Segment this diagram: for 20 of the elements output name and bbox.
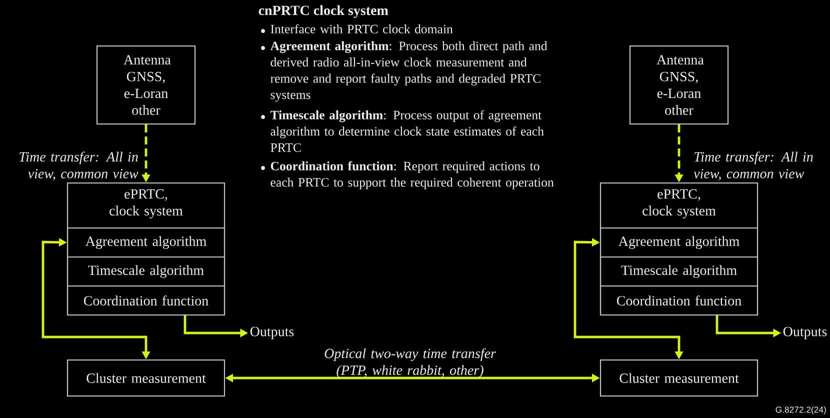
output-label: Outputs — [783, 326, 827, 340]
bullet-item: Timescale algorithm: Process output of agreement algorithm to determine clock state estimates of each PRTC — [261, 110, 544, 152]
function-row: Coordination function — [66, 285, 226, 316]
function-row: Agreement algorithm — [600, 227, 758, 258]
output-label: Outputs — [250, 326, 294, 340]
process-box: Antenna GNSS, e-Loran other — [96, 45, 196, 125]
bullet-item: Agreement algorithm: Process both direct path and derived radio all-in-view clock measurement and remove and report faulty paths and degraded PRTC systems — [261, 41, 548, 102]
edge-label: Optical two-way time transfer (PTP, white rabbit, other) — [324, 348, 496, 378]
process-box: Cluster measurement — [600, 359, 758, 397]
function-row: Agreement algorithm — [66, 227, 226, 258]
function-row: Coordination function — [600, 285, 758, 316]
heading: cnPRTC clock system — [258, 5, 388, 18]
function-row: Timescale algorithm — [600, 256, 758, 287]
function-row: Timescale algorithm — [66, 256, 226, 287]
edge-label: Time transfer: All in view, common view — [694, 152, 813, 180]
bullet-item: Interface with PRTC clock domain — [261, 24, 453, 34]
figure-number: G.8272.2(24) — [776, 406, 826, 414]
process-box: Cluster measurement — [66, 359, 226, 397]
process-box: Antenna GNSS, e-Loran other — [629, 45, 729, 125]
bullet-item: Coordination function: Report required actions to each PRTC to support the required coherent operation — [261, 161, 554, 190]
